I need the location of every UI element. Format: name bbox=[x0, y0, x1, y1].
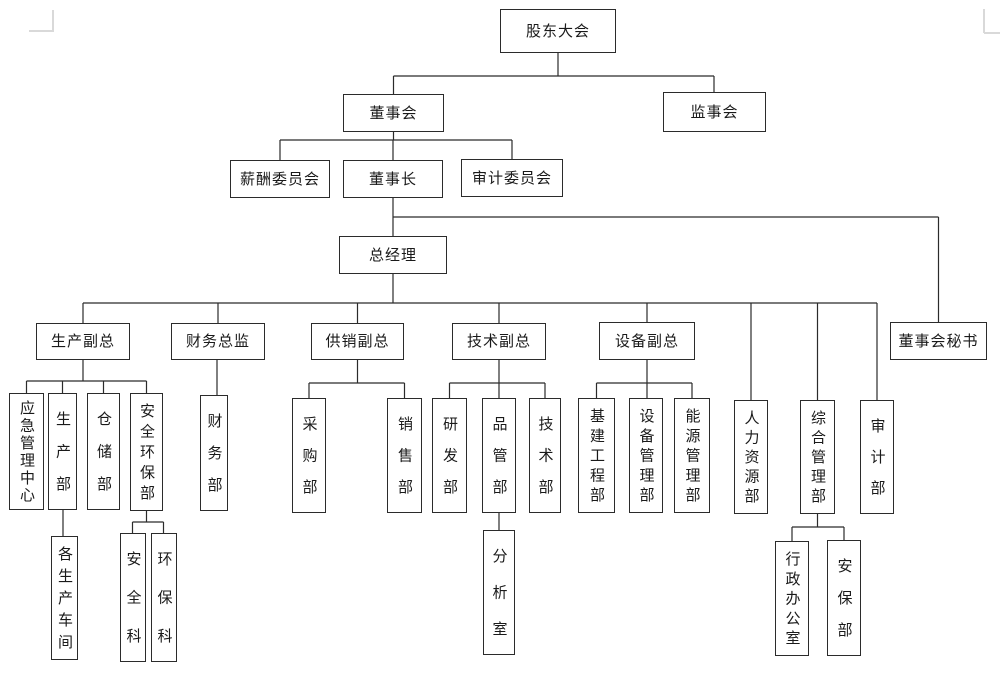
org-node-analysis-room: 分析室 bbox=[483, 530, 515, 655]
org-node-chairman: 董事长 bbox=[343, 160, 443, 198]
org-node-label: 人力资源部 bbox=[742, 410, 760, 504]
org-node-label: 仓储部 bbox=[95, 411, 112, 492]
org-node-equipment-vp: 设备副总 bbox=[599, 322, 695, 360]
org-node-label: 应急管理中心 bbox=[18, 400, 35, 503]
org-node-label: 设备副总 bbox=[614, 332, 679, 350]
org-node-safety-section: 安全科 bbox=[120, 533, 146, 662]
org-node-label: 环保科 bbox=[155, 551, 173, 644]
org-node-quality-mgmt-dept: 品管部 bbox=[482, 398, 516, 513]
org-node-security-dept: 安保部 bbox=[827, 540, 861, 656]
org-node-admin-office: 行政办公室 bbox=[775, 541, 809, 656]
org-node-label: 监事会 bbox=[690, 103, 739, 121]
org-node-general-manager: 总经理 bbox=[339, 236, 447, 274]
org-node-production-workshops: 各生产车间 bbox=[51, 536, 78, 660]
org-node-label: 董事长 bbox=[368, 170, 417, 188]
org-node-supply-sales-vp: 供销副总 bbox=[311, 323, 404, 360]
org-node-label: 安全环保部 bbox=[138, 403, 155, 501]
org-node-shareholders-meeting: 股东大会 bbox=[500, 9, 616, 53]
org-node-label: 能源管理部 bbox=[683, 408, 701, 503]
org-node-label: 董事会秘书 bbox=[898, 332, 979, 350]
org-node-label: 财务总监 bbox=[185, 333, 250, 350]
org-node-label: 技术副总 bbox=[466, 333, 531, 350]
org-node-label: 财务部 bbox=[205, 413, 223, 493]
org-node-emergency-mgmt-center: 应急管理中心 bbox=[9, 393, 44, 510]
org-node-finance-director: 财务总监 bbox=[171, 323, 265, 360]
org-node-label: 生产副总 bbox=[50, 333, 115, 350]
org-node-board-secretary: 董事会秘书 bbox=[890, 322, 987, 360]
page-margin-marks bbox=[29, 9, 1000, 34]
org-node-label: 审计委员会 bbox=[471, 169, 552, 187]
org-tree-connectors bbox=[25, 53, 940, 541]
org-node-safety-env-dept: 安全环保部 bbox=[130, 393, 163, 511]
org-node-label: 董事会 bbox=[369, 104, 418, 122]
org-node-compensation-committee: 薪酬委员会 bbox=[230, 160, 330, 198]
org-node-label: 薪酬委员会 bbox=[239, 170, 320, 188]
org-node-env-section: 环保科 bbox=[151, 533, 177, 662]
org-node-label: 审计部 bbox=[868, 418, 886, 496]
org-node-equipment-mgmt-dept: 设备管理部 bbox=[629, 398, 663, 513]
org-node-board-of-directors: 董事会 bbox=[343, 94, 444, 132]
org-node-energy-mgmt-dept: 能源管理部 bbox=[674, 398, 710, 513]
org-node-label: 总经理 bbox=[368, 246, 417, 264]
org-node-label: 技术部 bbox=[536, 416, 554, 495]
org-node-rd-dept: 研发部 bbox=[432, 398, 467, 513]
org-node-label: 行政办公室 bbox=[783, 551, 801, 646]
org-node-technology-dept: 技术部 bbox=[529, 398, 561, 513]
org-node-procurement-dept: 采购部 bbox=[292, 398, 326, 513]
org-node-audit-dept: 审计部 bbox=[860, 400, 894, 514]
org-node-label: 设备管理部 bbox=[637, 408, 655, 503]
org-node-label: 销售部 bbox=[396, 416, 413, 495]
org-node-label: 各生产车间 bbox=[56, 546, 73, 650]
org-node-production-dept: 生产部 bbox=[48, 393, 77, 510]
org-node-technology-vp: 技术副总 bbox=[452, 323, 546, 360]
org-node-label: 品管部 bbox=[490, 416, 508, 495]
org-node-general-mgmt-dept: 综合管理部 bbox=[800, 400, 835, 514]
org-node-label: 安全科 bbox=[124, 551, 142, 644]
org-node-label: 供销副总 bbox=[325, 333, 390, 350]
org-node-label: 股东大会 bbox=[525, 22, 590, 40]
org-node-sales-dept: 销售部 bbox=[387, 398, 422, 513]
org-node-label: 安保部 bbox=[835, 558, 853, 638]
org-node-warehouse-dept: 仓储部 bbox=[87, 393, 120, 510]
org-node-supervisory-board: 监事会 bbox=[663, 92, 766, 132]
org-node-finance-dept: 财务部 bbox=[200, 395, 228, 511]
org-node-hr-dept: 人力资源部 bbox=[734, 400, 768, 514]
org-node-label: 分析室 bbox=[490, 548, 508, 637]
org-node-audit-committee: 审计委员会 bbox=[461, 159, 563, 197]
org-node-production-vp: 生产副总 bbox=[36, 323, 130, 360]
org-node-label: 研发部 bbox=[441, 416, 458, 495]
org-node-label: 生产部 bbox=[54, 411, 71, 492]
org-node-label: 基建工程部 bbox=[588, 408, 605, 503]
org-node-label: 采购部 bbox=[300, 416, 318, 495]
org-node-label: 综合管理部 bbox=[809, 410, 826, 504]
org-node-infrastructure-dept: 基建工程部 bbox=[578, 398, 615, 513]
